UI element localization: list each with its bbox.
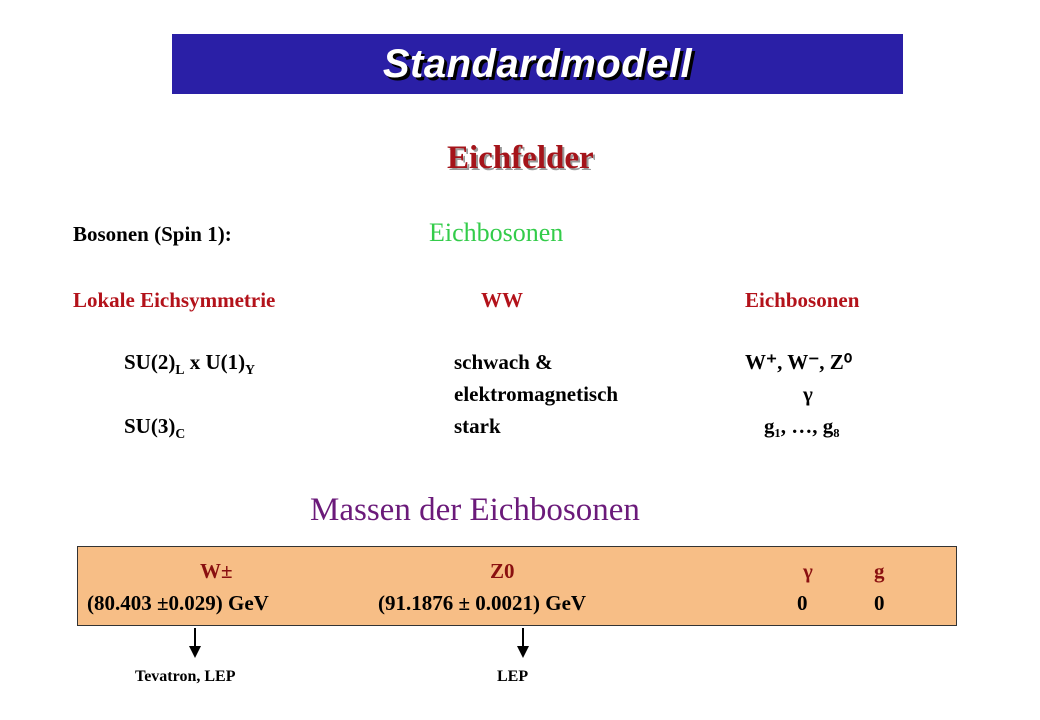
symmetry-subscript: Y	[245, 362, 255, 378]
symmetry-base: SU(3)	[124, 414, 176, 438]
symmetry-subscript: L	[175, 362, 185, 378]
arrow-down-icon	[517, 646, 529, 658]
particle-photon: γ	[803, 559, 813, 583]
mass-w: (80.403 ±0.029) GeV	[87, 591, 269, 615]
bosons-gluons: g₁, …, g₈	[764, 414, 840, 438]
page-title: Standardmodell	[382, 41, 693, 86]
mass-photon: 0	[797, 591, 808, 615]
source-z: LEP	[497, 668, 529, 685]
bosonen-label: Bosonen (Spin 1):	[73, 222, 232, 246]
section-heading: Eichfelder	[447, 140, 594, 176]
arrow-z-line	[522, 628, 524, 648]
bosonen-value: Eichbosonen	[429, 218, 564, 247]
mass-gluon: 0	[874, 591, 885, 615]
bosons-weak: W⁺, W⁻, Z⁰	[745, 350, 853, 374]
header-ww: WW	[481, 288, 523, 312]
symmetry-base: SU(2)	[124, 350, 176, 374]
title-banner: Standardmodell	[172, 34, 903, 94]
mass-z: (91.1876 ± 0.0021) GeV	[378, 591, 587, 615]
bosons-photon: γ	[803, 382, 813, 406]
particle-z: Z0	[490, 559, 515, 583]
symmetry-subscript: C	[175, 426, 186, 442]
symmetry-su2-u1: SU(2)L x U(1)Y	[124, 350, 255, 378]
arrow-down-icon	[189, 646, 201, 658]
header-symmetry: Lokale Eichsymmetrie	[73, 288, 276, 312]
particle-gluon: g	[874, 559, 885, 583]
symmetry-su3: SU(3)C	[124, 414, 185, 442]
particle-w: W±	[200, 559, 233, 583]
header-bosons: Eichbosonen	[745, 288, 860, 312]
source-w: Tevatron, LEP	[135, 668, 236, 685]
arrow-w-line	[194, 628, 196, 648]
ww-elektromagnetisch: elektromagnetisch	[454, 382, 619, 406]
mass-box: W± Z0 γ g (80.403 ±0.029) GeV (91.1876 ±…	[77, 546, 957, 626]
masses-heading: Massen der Eichbosonen	[310, 492, 640, 528]
ww-schwach: schwach &	[454, 350, 553, 374]
symmetry-mid: x U(1)	[184, 350, 246, 374]
ww-stark: stark	[454, 414, 501, 438]
